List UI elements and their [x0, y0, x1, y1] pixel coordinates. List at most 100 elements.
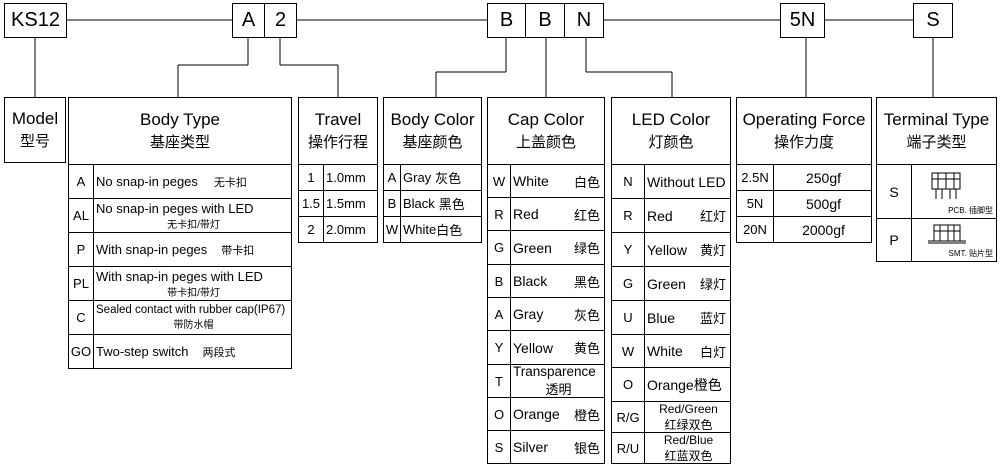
- terminal-type-row: S PCB. 插脚型: [876, 165, 997, 219]
- operating-force-row: 2.5N 250gf: [736, 165, 872, 191]
- row-desc: With snap-in peges with LED: [96, 268, 263, 284]
- travel-title: Travel: [314, 110, 362, 129]
- code-terminal: S: [926, 9, 940, 31]
- row-code: 1.5: [299, 191, 324, 216]
- cap-color-header: Cap Color 上盖颜色: [487, 97, 605, 165]
- row-code: 2: [299, 217, 324, 242]
- cap-color-title: Cap Color: [507, 110, 585, 129]
- operating-force-title: Operating Force: [742, 110, 866, 129]
- row-value: 2.0mm: [326, 222, 366, 237]
- code-travel-box: 2: [264, 3, 297, 38]
- row-desc-cn: 两段式: [202, 346, 236, 359]
- led-color-title-cn: 灯颜色: [648, 134, 694, 151]
- row-desc-cn: 灰色: [435, 171, 462, 186]
- model-title: Model: [11, 109, 59, 128]
- terminal-type-header: Terminal Type 端子类型: [876, 97, 997, 165]
- row-desc: Red: [647, 207, 673, 224]
- code-travel: 2: [274, 9, 287, 31]
- row-desc-cn: 无卡扣/带灯: [167, 219, 220, 231]
- body-color-title-cn: 基座颜色: [402, 134, 463, 151]
- code-body-box: A: [232, 3, 265, 38]
- row-desc: No snap-in peges with LED: [96, 200, 254, 216]
- row-desc: Gray: [403, 170, 432, 185]
- row-desc-cn: 绿色: [573, 241, 600, 256]
- row-desc: Without LED: [647, 173, 726, 190]
- row-desc: Sealed contact with rubber cap(IP67): [96, 304, 286, 316]
- row-code: GO: [69, 335, 94, 368]
- terminal-type-table: Terminal Type 端子类型 S PCB. 插脚型: [876, 97, 997, 262]
- operating-force-row: 20N 2000gf: [736, 217, 872, 243]
- row-code: R: [612, 199, 645, 232]
- terminal-smt-cell: SMT. 贴片型: [912, 219, 996, 261]
- row-desc-cn: 红灯: [699, 209, 726, 224]
- led-color-row: N Without LED: [611, 165, 731, 199]
- travel-header: Travel 操作行程: [298, 97, 378, 165]
- row-desc: Red: [513, 206, 539, 222]
- row-code: R/G: [612, 402, 645, 432]
- row-code: PL: [69, 267, 94, 300]
- terminal-type-title: Terminal Type: [883, 110, 990, 129]
- body-type-row: GO Two-step switch 两段式: [68, 335, 292, 369]
- terminal-pcb-cell: PCB. 插脚型: [912, 165, 996, 218]
- row-code: A: [69, 165, 94, 198]
- led-color-row: R Red 红灯: [611, 199, 731, 233]
- row-desc-cn: 带卡扣: [221, 244, 255, 257]
- operating-force-table: Operating Force 操作力度 2.5N 250gf 5N 500gf…: [736, 97, 872, 243]
- row-code: 5N: [737, 191, 774, 216]
- led-color-title: LED Color: [631, 110, 711, 129]
- body-type-title: Body Type: [139, 110, 221, 129]
- led-color-table: LED Color 灯颜色 N Without LED R Red 红灯 Y Ye…: [611, 97, 731, 464]
- row-desc: Red/Green: [659, 401, 718, 416]
- row-code: A: [488, 298, 511, 330]
- row-desc-cn: 黄色: [573, 341, 600, 356]
- code-force: 5N: [789, 9, 816, 31]
- body-type-header: Body Type 基座类型: [68, 97, 292, 165]
- model-header: Model 型号: [4, 97, 66, 163]
- code-force-box: 5N: [780, 3, 825, 38]
- led-color-header: LED Color 灯颜色: [611, 97, 731, 165]
- row-desc-cn: 绿灯: [699, 277, 726, 292]
- code-prefix-box: KS12: [4, 3, 67, 38]
- row-code: C: [69, 301, 94, 334]
- row-code: W: [488, 165, 511, 197]
- row-value: 1.5mm: [326, 196, 366, 211]
- row-desc-cn: 带卡扣/带灯: [167, 287, 220, 299]
- code-cap-color-box: B: [525, 3, 565, 38]
- operating-force-row: 5N 500gf: [736, 191, 872, 217]
- row-desc: Two-step switch: [96, 344, 189, 359]
- body-type-row: C Sealed contact with rubber cap(IP67)带防…: [68, 301, 292, 335]
- code-led-color: N: [576, 9, 592, 31]
- terminal-caption: PCB. 插脚型: [948, 206, 993, 215]
- terminal-type-title-cn: 端子类型: [906, 134, 967, 151]
- row-desc-cn: 橙色: [693, 376, 722, 393]
- row-value: 1.0mm: [326, 170, 366, 185]
- row-code: 1: [299, 165, 324, 190]
- cap-color-title-cn: 上盖颜色: [515, 134, 576, 151]
- travel-row: 1.5 1.5mm: [298, 191, 378, 217]
- row-code: U: [612, 301, 645, 334]
- row-code: S: [488, 431, 511, 463]
- row-desc: Red/Blue: [663, 432, 714, 447]
- row-desc-cn: 透明: [545, 382, 572, 397]
- operating-force-title-cn: 操作力度: [773, 134, 834, 151]
- row-desc: Orange: [513, 406, 560, 422]
- row-desc-cn: 黄灯: [699, 243, 726, 258]
- row-desc: Green: [647, 275, 686, 292]
- row-desc-cn: 银色: [573, 440, 600, 456]
